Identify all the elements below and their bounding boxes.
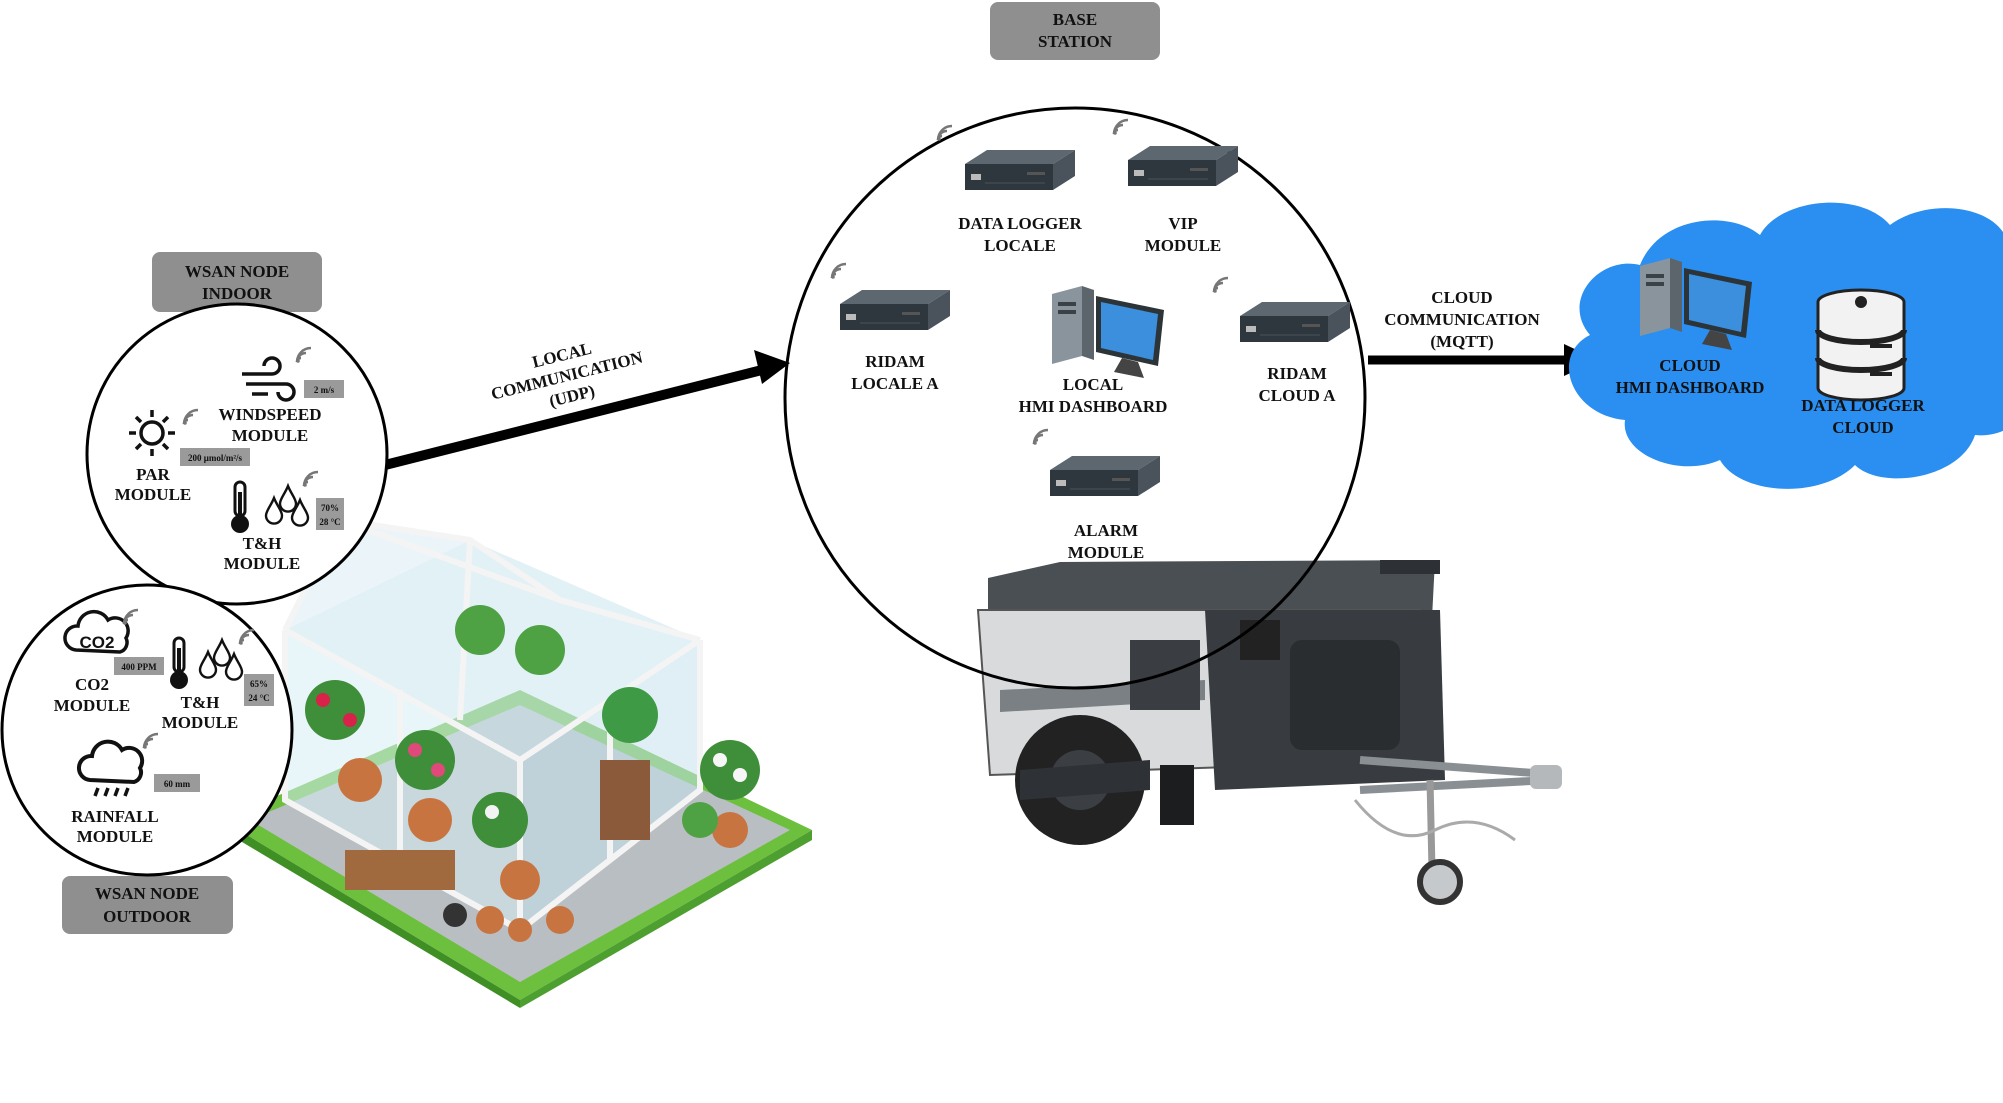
thermometer-icon — [231, 480, 249, 533]
svg-text:70%28 °C: 70%28 °C — [319, 503, 340, 527]
database-icon — [1815, 288, 1907, 402]
base-station-circle — [783, 106, 1367, 690]
thermometer-icon — [170, 636, 188, 689]
greenhouse-illustration — [222, 516, 812, 1008]
svg-text:60 mm: 60 mm — [164, 779, 191, 789]
local-hmi-dashboard-icon — [1052, 286, 1164, 378]
svg-text:200 μmol/m²/s: 200 μmol/m²/s — [188, 453, 243, 463]
wifi-icon — [1031, 428, 1050, 446]
windspeed-value-badge: 2 m/s — [304, 380, 344, 398]
wsan-outdoor-circle — [0, 583, 294, 877]
par-value-badge: 200 μmol/m²/s — [180, 448, 250, 466]
alarm-module-icon — [1049, 455, 1161, 497]
droplets-icon — [264, 482, 310, 527]
wind-icon — [242, 356, 296, 402]
plants — [305, 605, 760, 942]
vip-module-icon — [1127, 145, 1239, 187]
co2-value-badge: 400 PPM — [114, 657, 164, 675]
rain-cloud-icon — [77, 739, 145, 797]
svg-text:400 PPM: 400 PPM — [121, 662, 157, 672]
rainfall-value-badge: 60 mm — [154, 774, 200, 792]
th-outdoor-value-badge: 65%24 °C — [244, 674, 274, 706]
th-indoor-value-badge: 70%28 °C — [316, 498, 344, 530]
svg-text:65%24 °C: 65%24 °C — [248, 679, 269, 703]
svg-text:CO2: CO2 — [80, 633, 115, 652]
svg-text:2 m/s: 2 m/s — [314, 385, 335, 395]
sun-icon — [129, 410, 175, 456]
co2-cloud-icon: CO2 — [63, 609, 130, 654]
wifi-icon — [830, 262, 848, 280]
ridam-locale-a-icon — [839, 289, 951, 331]
wifi-icon — [1111, 118, 1130, 137]
cloud-shape — [1569, 202, 2003, 489]
wifi-icon — [1211, 276, 1230, 294]
droplets-icon — [198, 636, 244, 681]
local-communication-arrow — [383, 350, 790, 470]
data-logger-locale-icon — [964, 149, 1076, 191]
ridam-cloud-a-icon — [1239, 301, 1351, 343]
